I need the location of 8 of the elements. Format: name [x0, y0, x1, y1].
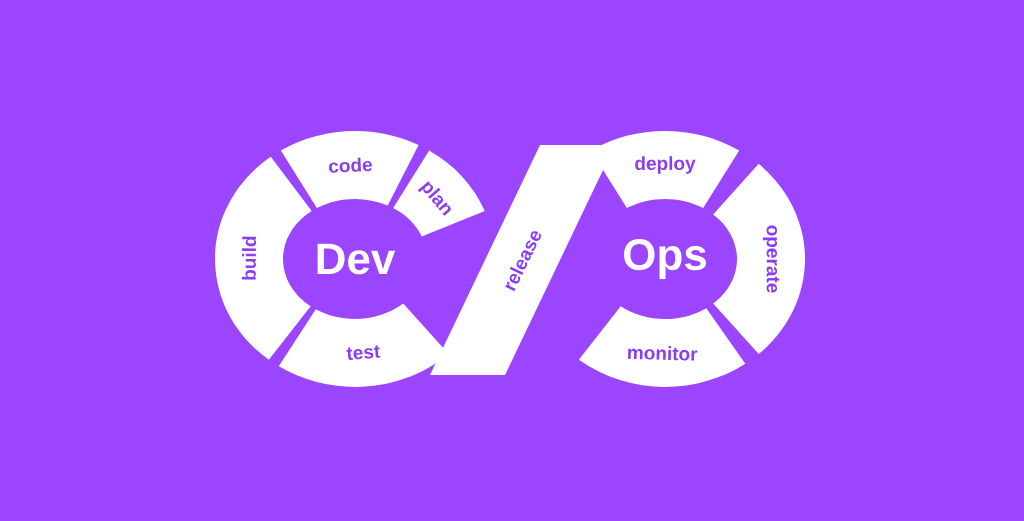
center-label: Ops	[624, 239, 706, 279]
arc-segment: deploy	[590, 131, 740, 209]
arc-segment: code	[280, 131, 419, 209]
arc-segment: operate	[713, 163, 805, 355]
arc-segment: test	[278, 303, 449, 387]
arc-segment: build	[215, 156, 312, 360]
center-label: Dev	[317, 243, 396, 275]
arc-segment: monitor	[578, 306, 746, 387]
